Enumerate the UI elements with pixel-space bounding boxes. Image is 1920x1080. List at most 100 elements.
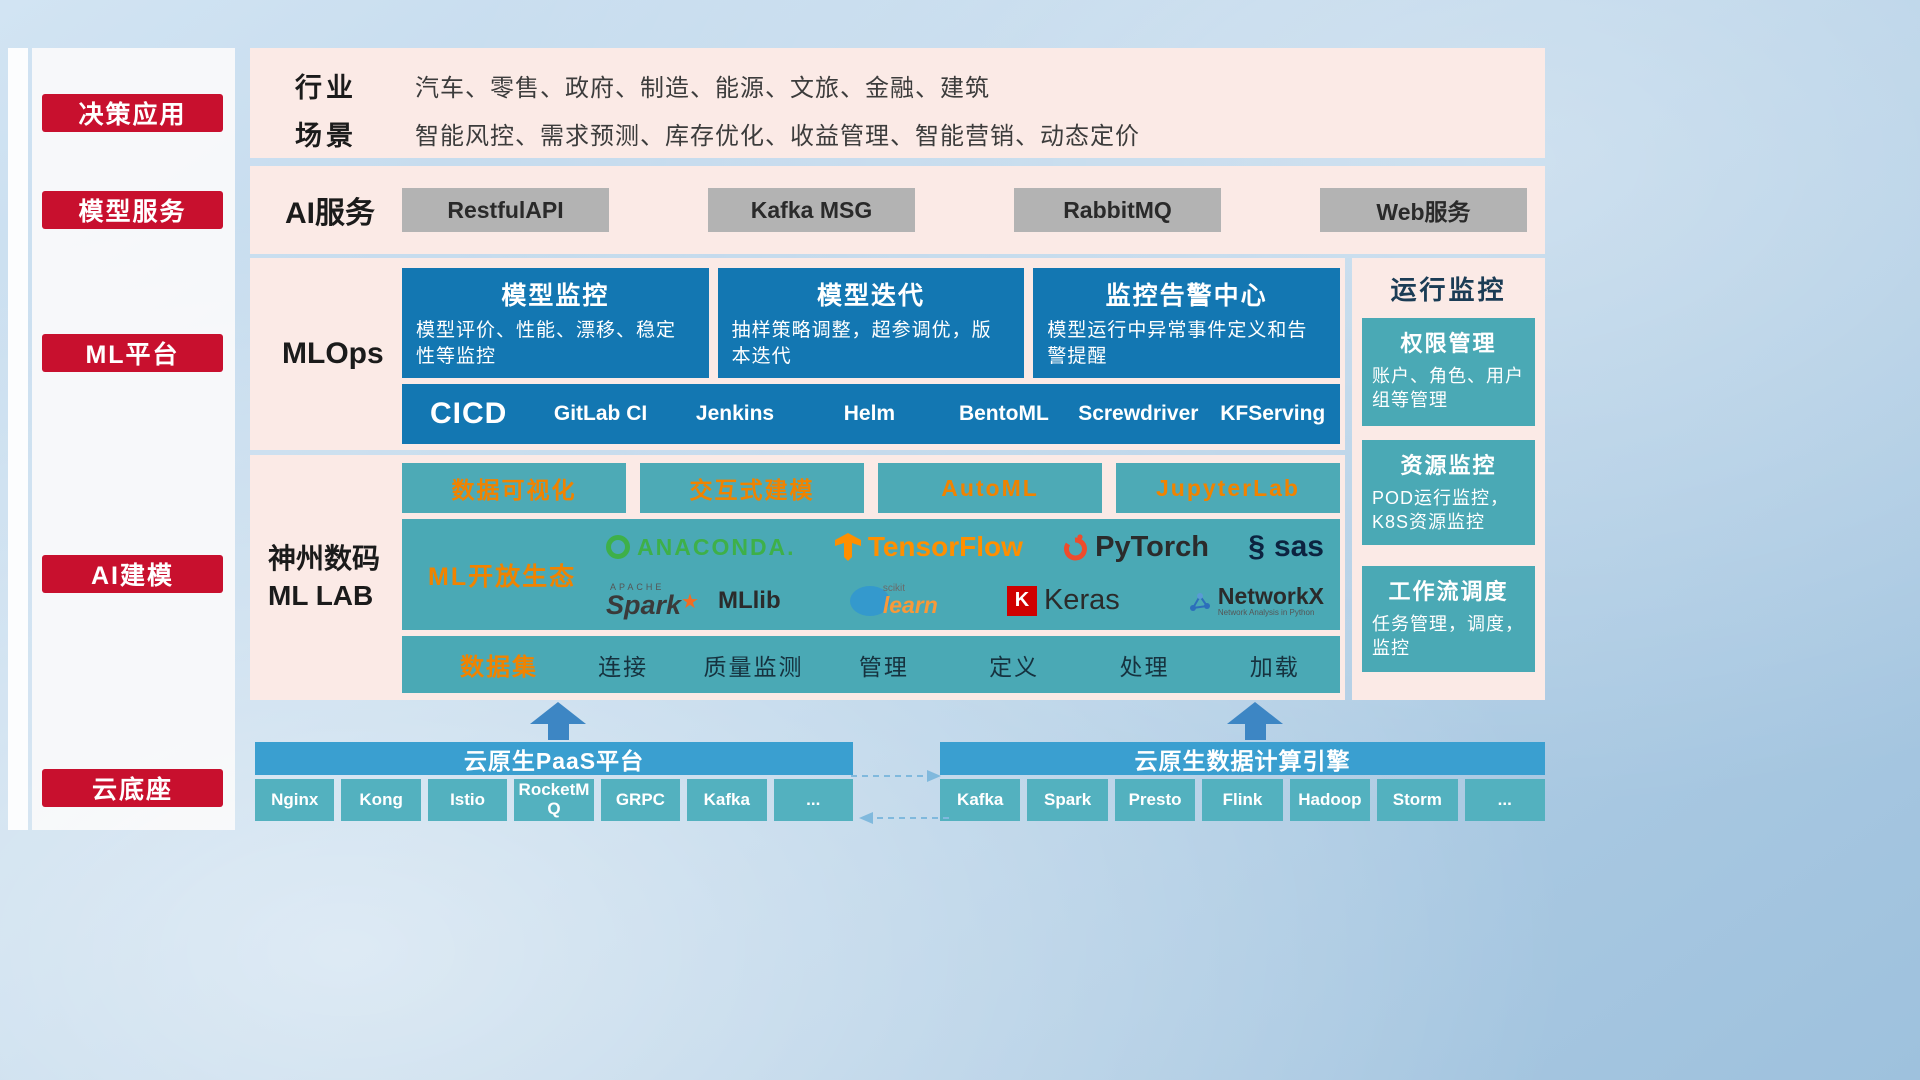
scenario-label: 场景 [295,121,357,151]
cicd-gitlab: GitLab CI [553,402,648,425]
service-rabbitmq: RabbitMQ [1014,188,1221,232]
card-title: 权限管理 [1400,331,1497,356]
sidebar-item-cloud-base: 云底座 [42,769,223,807]
sidebar-item-decision-apps: 决策应用 [42,94,223,132]
pytorch-logo: PyTorch [1062,531,1209,564]
dataset-define: 定义 [989,653,1040,680]
industry-label: 行业 [295,73,357,103]
card-title: 工作流调度 [1388,579,1509,604]
card-title: 模型迭代 [817,282,926,310]
tool-automl: AutoML [878,463,1102,513]
mllab-tools: 数据可视化 交互式建模 AutoML JupyterLab [402,463,1340,513]
mllab-label-line2: ML LAB [268,580,374,612]
networkx-subtitle: Network Analysis in Python [1217,608,1315,617]
mlops-cards: 模型监控 模型评价、性能、漂移、稳定性等监控 模型迭代 抽样策略调整，超参调优，… [402,268,1341,378]
mllib-text: MLlib [717,586,781,614]
tensorflow-icon [834,533,861,562]
dashed-connector-arrows [851,770,949,824]
engine-more: ... [1464,779,1545,821]
ml-ecosystem-panel: ML开放生态 ANACONDA. TensorFlow [402,519,1340,630]
card-desc: 模型评价、性能、漂移、稳定性等监控 [416,320,677,367]
sidebar-panel [32,48,235,830]
card-desc: 模型运行中异常事件定义和告警提醒 [1047,320,1308,367]
dataset-manage: 管理 [858,653,909,680]
pytorch-text: PyTorch [1095,530,1209,563]
ai-services-buttons: RestfulAPI Kafka MSG RabbitMQ Web服务 [402,166,1527,254]
monitoring-title: 运行监控 [1390,275,1507,305]
logo-row-bottom: APACHE Spark★ MLlib scikit learn K [598,582,1332,620]
card-desc: POD运行监控，K8S资源监控 [1372,488,1510,533]
arrow-head [1227,702,1283,724]
mllab-label-line1: 神州数码 [268,542,381,574]
sidebar-item-model-services: 模型服务 [42,191,223,229]
mlops-label: MLOps [282,337,384,370]
industry-scenario-row: 行业 汽车、零售、政府、制造、能源、文旅、金融、建筑 场景 智能风控、需求预测、… [250,48,1545,158]
card-desc: 任务管理，调度，监控 [1372,614,1524,659]
mllab-row: 神州数码 ML LAB 数据可视化 交互式建模 AutoML JupyterLa… [250,455,1345,700]
cicd-kfserving: KFServing [1220,402,1326,425]
tensorflow-logo: TensorFlow [834,531,1023,563]
scikit-top-text: scikit [882,583,906,595]
operation-monitoring-panel: 运行监控 权限管理 账户、角色、用户组等管理 资源监控 POD运行监控，K8S资… [1352,258,1545,700]
cicd-jenkins: Jenkins [695,402,775,425]
spark-text: Spark★ [606,589,699,620]
scikit-icon [849,585,890,616]
tool-interactive-modeling: 交互式建模 [640,463,864,513]
card-desc: 抽样策略调整，超参调优，版本迭代 [731,320,992,367]
cicd-screwdriver: Screwdriver [1078,402,1199,425]
arrow-stem [1244,724,1266,740]
service-kafka-msg: Kafka MSG [708,188,915,232]
card-title: 监控告警中心 [1105,282,1268,310]
pytorch-icon [1064,534,1088,561]
networkx-text: NetworkX [1217,582,1324,609]
ai-services-label: AI服务 [285,197,375,230]
paas-platform-bar: 云原生PaaS平台 [255,742,853,775]
industry-text: 汽车、零售、政府、制造、能源、文旅、金融、建筑 [415,75,990,102]
paas-kong: Kong [341,779,421,821]
sidebar-item-ai-modeling: AI建模 [42,555,223,593]
spark-star-icon: ★ [681,590,699,613]
engine-hadoop: Hadoop [1289,779,1371,821]
ai-services-row: AI服务 RestfulAPI Kafka MSG RabbitMQ Web服务 [250,166,1545,254]
data-engine-bar: 云原生数据计算引擎 [940,742,1545,775]
service-restfulapi: RestfulAPI [402,188,609,232]
paas-nginx: Nginx [255,779,335,821]
service-web: Web服务 [1320,188,1527,232]
engine-storm: Storm [1377,779,1458,821]
networkx-icon [1189,592,1210,611]
logo-row-top: ANACONDA. TensorFlow PyTorch [598,530,1332,564]
dataset-load: 加载 [1249,653,1300,680]
keras-logo: K Keras [1006,584,1120,617]
anaconda-icon [606,535,630,560]
tensorflow-text: TensorFlow [867,531,1023,563]
ml-ecosystem-label: ML开放生态 [428,562,577,591]
scikit-learn-text: learn [882,592,938,619]
dataset-bar: 数据集 连接 质量监测 管理 定义 处理 加载 [402,636,1340,693]
paas-grpc: GRPC [600,779,681,821]
card-resource-monitoring: 资源监控 POD运行监控，K8S资源监控 [1362,440,1535,545]
scikit-learn-logo: scikit learn [849,584,938,617]
left-accent-strip [8,48,28,830]
engine-flink: Flink [1202,779,1283,821]
anaconda-logo: ANACONDA. [606,534,796,561]
mlops-row: MLOps 模型监控 模型评价、性能、漂移、稳定性等监控 模型迭代 抽样策略调整… [250,258,1345,450]
scikit-text-block: scikit learn [883,584,938,617]
card-title: 模型监控 [501,282,610,310]
engine-spark: Spark [1027,779,1108,821]
sas-logo: § sas [1248,530,1324,564]
cicd-bar: CICD GitLab CI Jenkins Helm BentoML Scre… [402,384,1340,444]
engine-presto: Presto [1114,779,1196,821]
paas-components: Nginx Kong Istio RocketMQ GRPC Kafka ... [255,779,853,821]
card-permission-mgmt: 权限管理 账户、角色、用户组等管理 [1362,318,1535,426]
ecosystem-logos: ANACONDA. TensorFlow PyTorch [598,521,1332,628]
cicd-bentoml: BentoML [958,402,1049,425]
up-arrow-paas [530,702,586,740]
dataset-quality: 质量监测 [703,653,804,680]
card-desc: 账户、角色、用户组等管理 [1372,366,1524,411]
sas-icon: § [1248,530,1265,564]
paas-kafka: Kafka [687,779,767,821]
anaconda-text: ANACONDA. [637,533,796,560]
spark-mllib-logo: APACHE Spark★ MLlib [606,582,781,620]
paas-more: ... [773,779,853,821]
